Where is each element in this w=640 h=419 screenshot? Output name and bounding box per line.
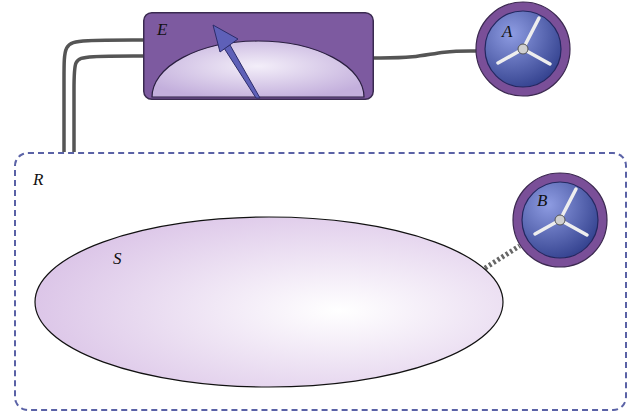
meter-box: E (143, 12, 374, 100)
fan-rim (513, 173, 607, 267)
fan-face (522, 182, 598, 258)
node-letter: E (157, 20, 167, 40)
region-outline: S B R (14, 152, 627, 411)
needle-head (213, 25, 238, 52)
fan-disc: B (512, 172, 608, 268)
meter-needle (224, 45, 260, 98)
fan-hub (555, 215, 565, 225)
cable-wire (64, 40, 143, 152)
node-letter: R (33, 170, 43, 190)
fan-disc: A (475, 1, 571, 97)
meter-drawing (143, 12, 374, 100)
set-ellipse: S (34, 216, 504, 388)
cable-wire (374, 51, 476, 58)
meter-dial (152, 41, 364, 97)
fan-hub (518, 44, 528, 54)
wire-strand (74, 56, 143, 152)
node-letter: A (502, 22, 512, 42)
node-letter: B (537, 191, 547, 211)
coupling-link (485, 246, 520, 268)
meter-housing (144, 13, 374, 100)
node-letter: S (113, 249, 122, 269)
fan-rim (476, 2, 570, 96)
set-outline (35, 217, 503, 387)
fan-face (485, 11, 561, 87)
ellipse-drawing (34, 216, 504, 388)
fan-drawing (512, 172, 608, 268)
fan-drawing (475, 1, 571, 97)
